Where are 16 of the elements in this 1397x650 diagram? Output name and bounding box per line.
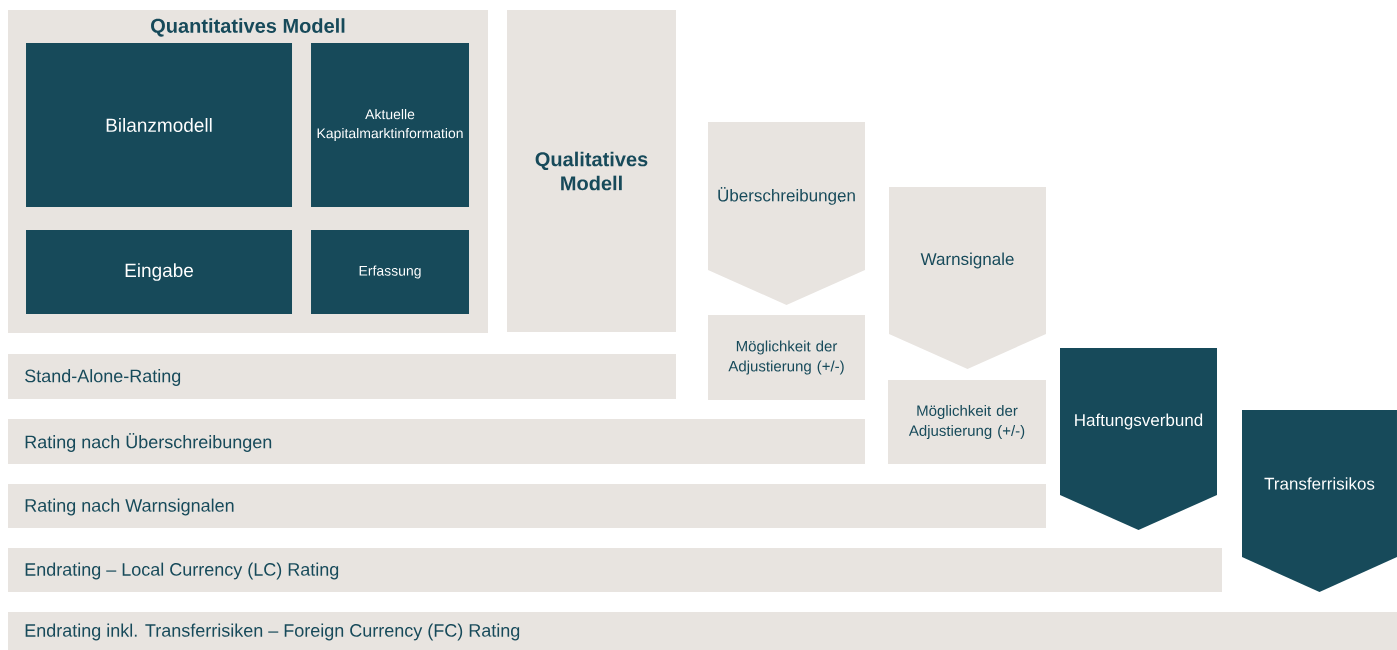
- info-box: Bilanzmodell: [26, 43, 292, 207]
- rating-bar: Stand-Alone-Rating: [8, 354, 676, 399]
- model-box: Qualitatives Modell: [507, 10, 676, 332]
- info-box: Aktuelle Kapitalmarktinformation: [311, 43, 469, 207]
- adjustment-box: Möglichkeit der Adjustierung (+/-): [888, 380, 1046, 464]
- pentagon-box: Haftungsverbund: [1060, 348, 1217, 530]
- rating-bar: Endrating inkl. Transferrisiken – Foreign Currency (FC) Rating: [8, 612, 1397, 650]
- rating-bar: Rating nach Überschreibungen: [8, 419, 865, 464]
- pentagon-box: Warnsignale: [889, 187, 1046, 369]
- pentagon-box: Überschreibungen: [708, 122, 865, 305]
- info-box: Eingabe: [26, 230, 292, 314]
- rating-bar: Endrating – Local Currency (LC) Rating: [8, 548, 1222, 592]
- rating-bar: Rating nach Warnsignalen: [8, 484, 1046, 528]
- pentagon-box: Transferrisikos: [1242, 410, 1397, 592]
- adjustment-box: Möglichkeit der Adjustierung (+/-): [708, 315, 865, 400]
- info-box: Erfassung: [311, 230, 469, 314]
